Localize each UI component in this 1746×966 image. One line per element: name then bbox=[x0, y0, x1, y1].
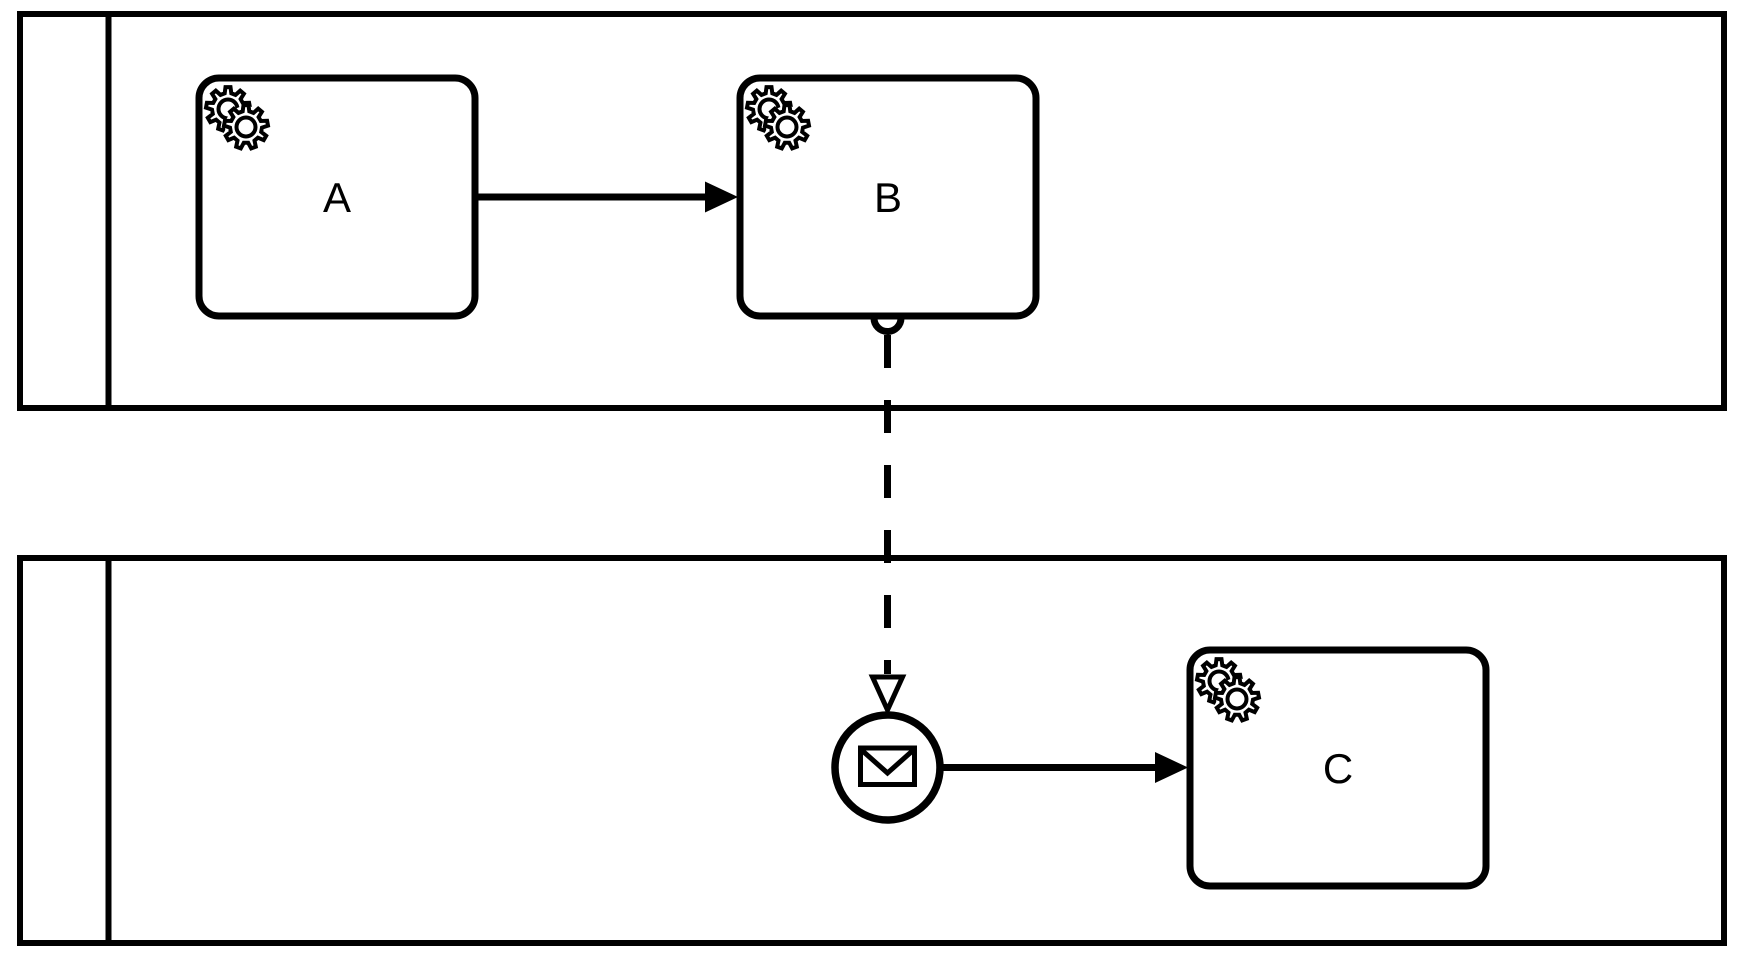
service-task-gear-icon bbox=[744, 85, 812, 151]
task-b-label: B bbox=[874, 174, 902, 221]
task-c-label: C bbox=[1323, 745, 1353, 792]
task-c[interactable]: C bbox=[1186, 646, 1490, 890]
message-start-event[interactable] bbox=[831, 711, 944, 824]
sequence-flow-event-to-c[interactable] bbox=[941, 752, 1188, 783]
task-c-shape[interactable] bbox=[1186, 646, 1490, 890]
task-a-shape[interactable] bbox=[195, 74, 479, 320]
message-envelope-icon bbox=[858, 745, 917, 787]
sequence-flow-arrowhead-icon bbox=[1155, 752, 1188, 783]
sequence-flow-arrowhead-icon bbox=[705, 181, 738, 213]
task-b[interactable]: B bbox=[736, 74, 1040, 320]
service-task-gear-icon bbox=[203, 85, 271, 151]
task-a-label: A bbox=[323, 174, 351, 221]
message-flow-open-arrowhead-icon bbox=[868, 674, 907, 717]
task-a[interactable]: A bbox=[195, 74, 479, 320]
service-task-gear-icon bbox=[1194, 657, 1262, 723]
task-b-shape[interactable] bbox=[736, 74, 1040, 320]
sequence-flow-a-to-b[interactable] bbox=[478, 181, 738, 213]
